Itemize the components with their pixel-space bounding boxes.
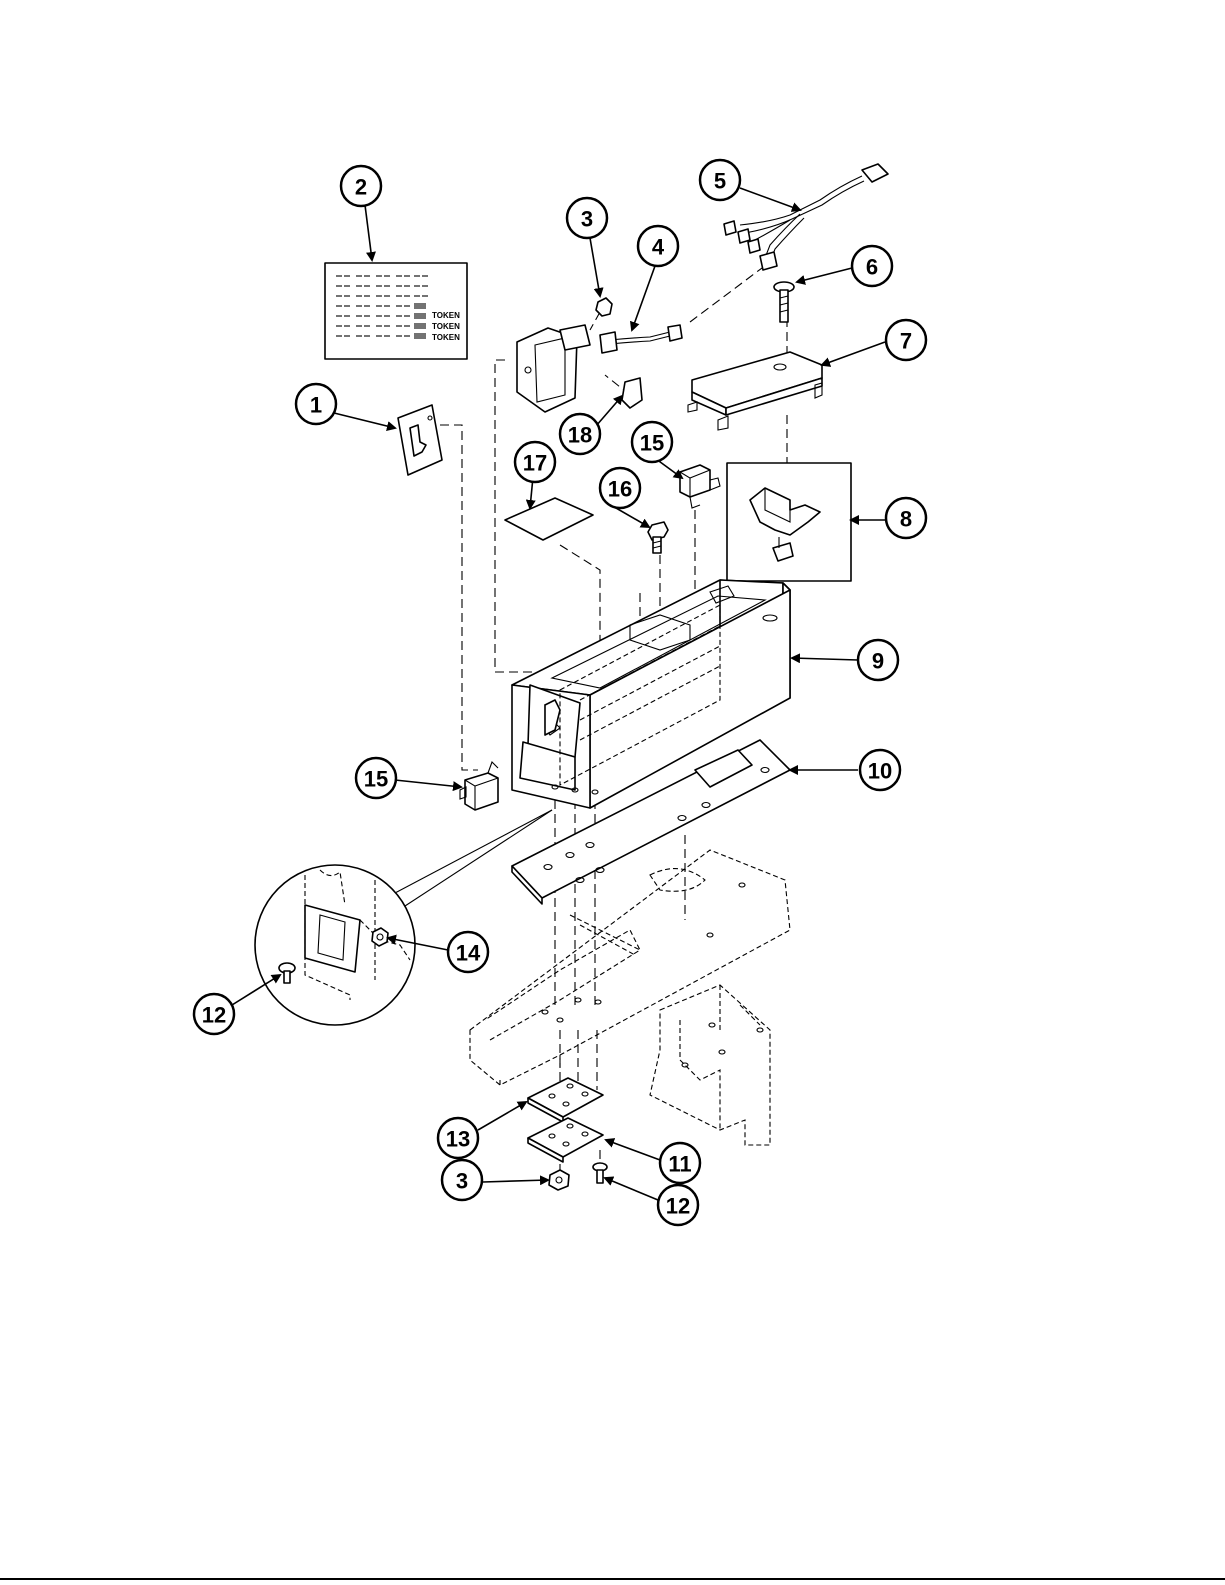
callout-number: 15 [640,431,664,456]
callout-number: 12 [666,1194,690,1219]
callout-3a: 3 [567,198,607,238]
switch-part [460,762,498,810]
bottom-rule [0,1578,1225,1580]
callout-number: 3 [456,1169,468,1194]
callout-8: 8 [886,498,926,538]
nut-part [549,1170,569,1190]
callout-11: 11 [660,1143,700,1183]
token-decal: TOKEN TOKEN TOKEN [325,263,467,359]
callout-9: 9 [858,640,898,680]
callout-number: 4 [652,235,665,260]
clip-part [622,378,642,408]
callout-16: 16 [600,468,640,508]
callout-4: 4 [638,226,678,266]
decal-token-label: TOKEN [432,333,460,342]
small-plate [528,1118,603,1162]
detail-view-circle [255,810,552,1025]
callout-12a: 12 [194,994,234,1034]
callout-number: 7 [900,329,912,354]
callout-18: 18 [560,414,600,454]
callout-3b: 3 [442,1160,482,1200]
callout-number: 6 [866,255,878,280]
bracket-detail-box [727,463,851,581]
nut-part [372,928,388,946]
callout-number: 15 [364,767,388,792]
callout-number: 8 [900,507,912,532]
callout-17: 17 [515,442,555,482]
console-base-hidden [470,850,790,1145]
screw-part [774,282,794,322]
callout-number: 10 [868,759,892,784]
callout-15a: 15 [632,422,672,462]
callout-13: 13 [438,1118,478,1158]
callout-number: 5 [714,169,726,194]
callout-number: 9 [872,649,884,674]
coin-slot-plate [398,405,442,475]
decal-token-label: TOKEN [432,322,460,331]
wire-lead [600,325,682,353]
cover-plate [688,352,822,430]
callout-5: 5 [700,160,740,200]
decal-token-label: TOKEN [432,311,460,320]
callout-1: 1 [296,384,336,424]
callout-number: 2 [355,175,367,200]
callout-number: 14 [456,941,481,966]
callout-number: 12 [202,1003,226,1028]
carriage-bolt [593,1163,607,1183]
callout-7: 7 [886,320,926,360]
label-card [505,498,593,540]
callout-15b: 15 [356,758,396,798]
switch-part [680,465,720,508]
nut-part [596,298,612,316]
small-plate [528,1078,603,1122]
callout-number: 17 [523,451,547,476]
coin-mechanism-bracket [517,325,590,412]
callout-2: 2 [341,166,381,206]
callout-number: 11 [668,1152,691,1177]
callout-number: 16 [608,477,632,502]
callout-number: 13 [446,1127,470,1152]
callout-number: 18 [568,423,592,448]
callout-number: 3 [581,207,593,232]
callout-6: 6 [852,246,892,286]
callout-12b: 12 [658,1185,698,1225]
callout-10: 10 [860,750,900,790]
screw-part [648,522,668,553]
callout-14: 14 [448,932,488,972]
callout-number: 1 [310,393,322,418]
